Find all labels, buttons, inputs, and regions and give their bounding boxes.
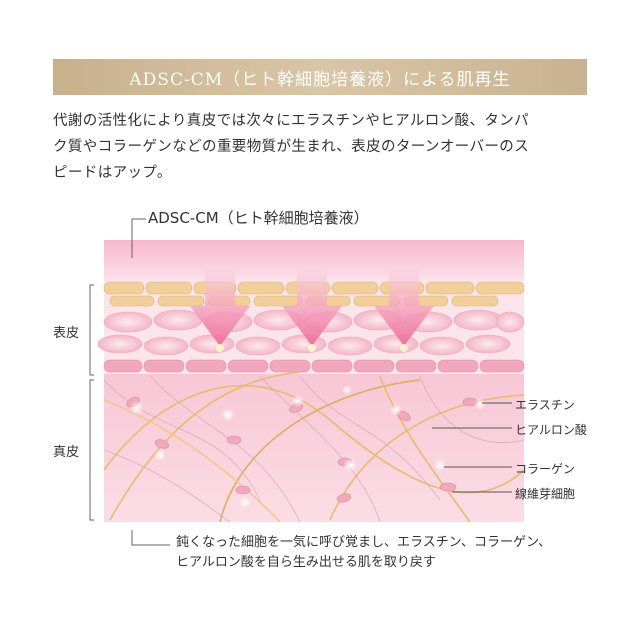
skin-layer-diagram: [89, 218, 525, 546]
intro-line: 代謝の活性化により真皮では次々にエラスチンやヒアルロン酸、タンパ: [53, 113, 530, 129]
callout-hyaluronic-acid: ヒアルロン酸: [515, 423, 587, 437]
intro-line: ク質やコラーゲンなどの重要物質が生まれ、表皮のターンオーバーのス: [53, 139, 530, 155]
section-title-banner: ADSC-CM（ヒト幹細胞培養液）による肌再生: [53, 59, 587, 95]
intro-line: ピードはアップ。: [53, 165, 172, 181]
diagram-note: 鈍くなった細胞を一気に呼び覚まし、エラスチン、コラーゲン、 ヒアルロン酸を自ら生…: [176, 533, 551, 573]
adsc-cm-label: ADSC-CM（ヒト幹細胞培養液）: [148, 209, 369, 227]
section-title: ADSC-CM（ヒト幹細胞培養液）による肌再生: [129, 69, 511, 90]
callout-collagen: コラーゲン: [515, 462, 576, 476]
diagram-note-line: ヒアルロン酸を自ら生み出せる肌を取り戻す: [176, 555, 436, 570]
intro-text: 代謝の活性化により真皮では次々にエラスチンやヒアルロン酸、タンパ ク質やコラーゲ…: [53, 108, 593, 186]
callout-elastin: エラスチン: [515, 398, 575, 412]
dermis-label: 真皮: [53, 445, 80, 460]
epidermis-label: 表皮: [53, 326, 80, 341]
diagram-note-line: 鈍くなった細胞を一気に呼び覚まし、エラスチン、コラーゲン、: [176, 535, 552, 550]
callout-fibroblast: 線維芽細胞: [515, 487, 576, 501]
